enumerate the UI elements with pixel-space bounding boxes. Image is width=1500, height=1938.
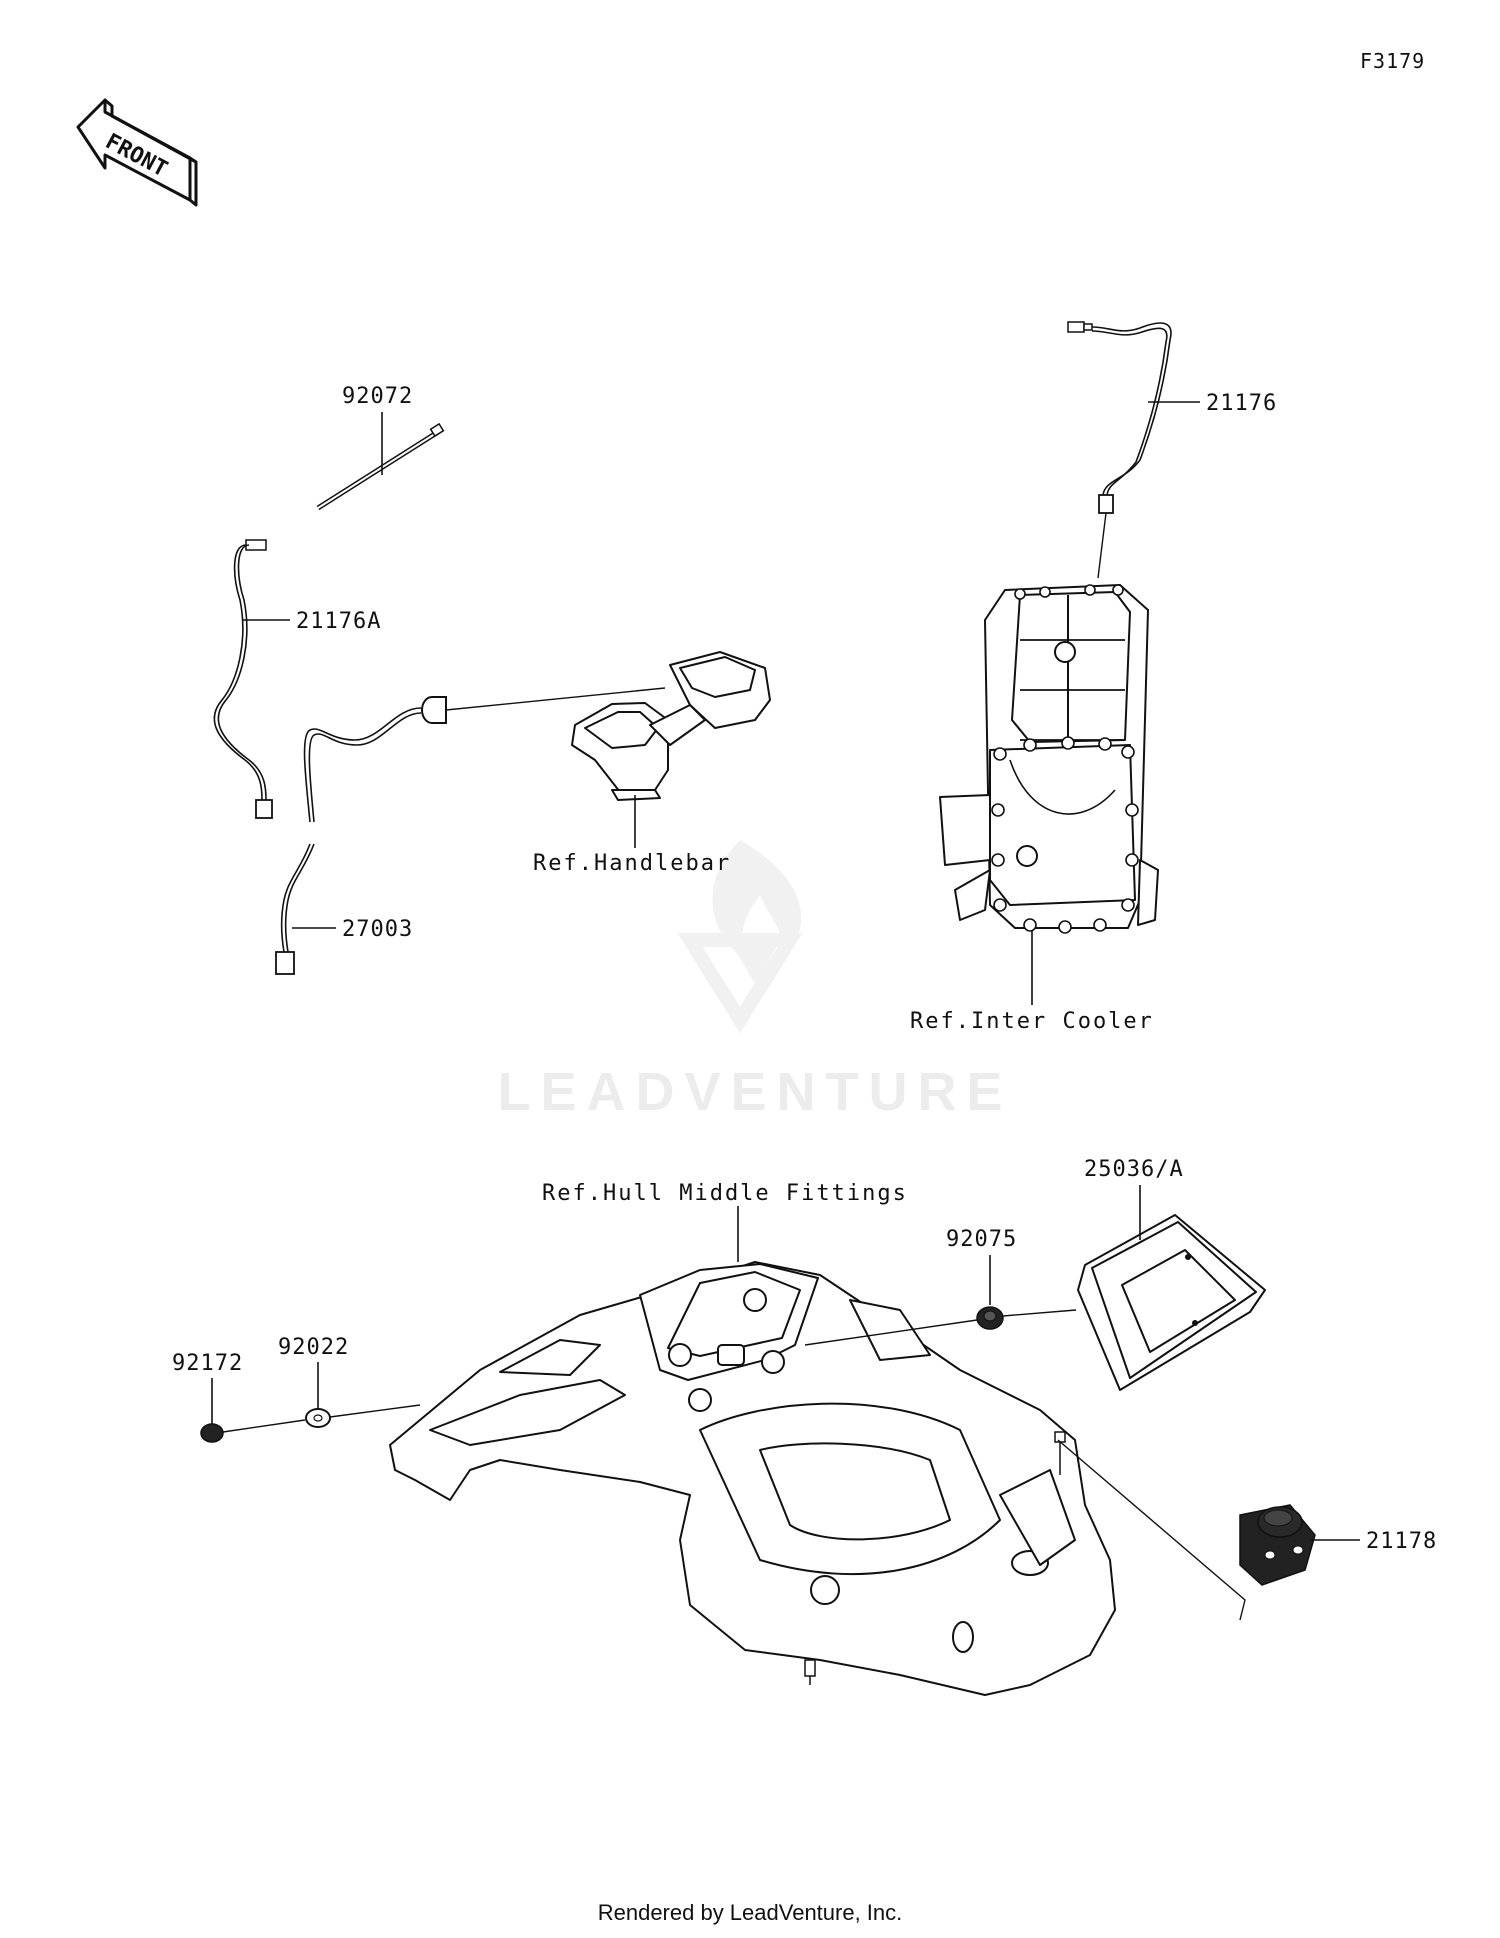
ref-hull-middle-fittings: Ref.Hull Middle Fittings (542, 1181, 908, 1206)
part-92072-band (316, 422, 445, 511)
handlebar-reference (571, 651, 771, 801)
intercooler-bolts (991, 584, 1139, 934)
label-21176A: 21176A (296, 609, 381, 634)
label-21176: 21176 (1206, 391, 1277, 416)
part-21176-cable (1067, 321, 1172, 579)
label-92072: 92072 (342, 384, 413, 409)
ref-inter-cooler: Ref.Inter Cooler (910, 1009, 1154, 1034)
front-arrow-icon: FRONT (76, 98, 198, 207)
watermark-text: LEADVENTURE (497, 1062, 1012, 1122)
part-25036A-meter (1077, 1214, 1266, 1391)
label-92075: 92075 (946, 1227, 1017, 1252)
watermark-logo (677, 840, 803, 1034)
part-92075-nut (804, 1306, 1077, 1346)
part-21178-switch (1057, 1439, 1316, 1621)
label-92172: 92172 (172, 1351, 243, 1376)
credit-text: Rendered by LeadVenture, Inc. (598, 1900, 903, 1925)
part-21176A-cable (213, 539, 273, 819)
label-25036A: 25036/A (1084, 1157, 1184, 1182)
intercooler-reference (939, 584, 1159, 934)
hull-middle-fittings-reference (389, 1261, 1116, 1696)
figure-id: F3179 (1360, 49, 1425, 73)
label-92022: 92022 (278, 1335, 349, 1360)
part-92172-screw (200, 1419, 306, 1443)
part-92022-washer (305, 1404, 421, 1428)
label-27003: 27003 (342, 917, 413, 942)
ref-handlebar: Ref.Handlebar (533, 851, 731, 876)
part-27003-harness (275, 687, 666, 975)
label-21178: 21178 (1366, 1529, 1437, 1554)
